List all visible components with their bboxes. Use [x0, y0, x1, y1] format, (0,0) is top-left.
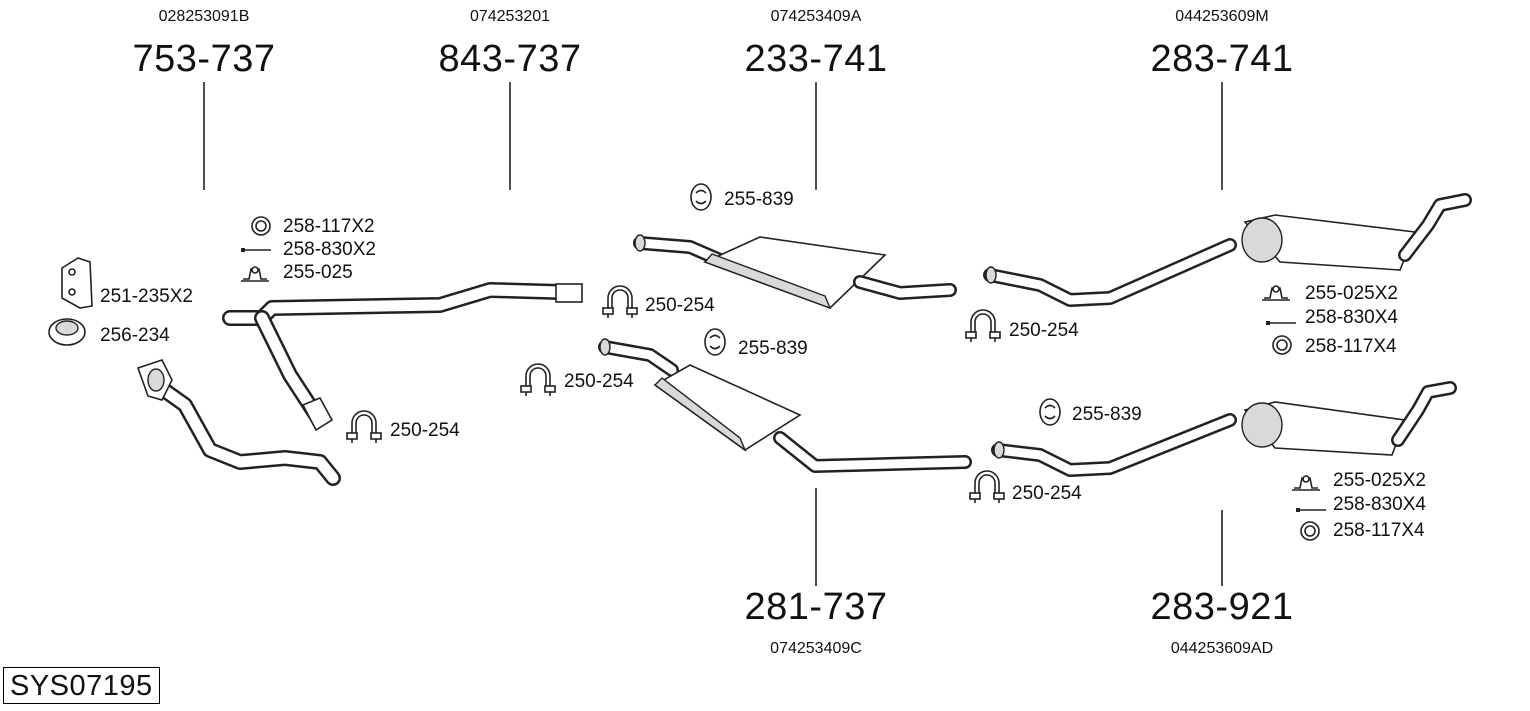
oem-number: 044253609AD	[1170, 640, 1274, 657]
intermediate-pipe-drawing	[222, 282, 583, 432]
fitting-label: 255-025X2	[1333, 470, 1426, 491]
rubber-hanger-icon	[704, 328, 726, 356]
part-number: 281-737	[744, 586, 888, 628]
fitting-label: 256-234	[100, 325, 170, 346]
clamp-icon	[602, 285, 638, 319]
rubber-hanger-icon	[1039, 398, 1061, 426]
leader-lines	[203, 82, 1223, 586]
oem-number: 044253609M	[1175, 8, 1269, 25]
system-code-box: SYS07195	[3, 667, 160, 704]
bolt-icon	[240, 247, 272, 253]
fitting-label: 255-025X2	[1305, 283, 1398, 304]
fitting-label: 255-025	[283, 262, 353, 283]
clamp-icon	[965, 309, 1001, 343]
oem-number: 074253409A	[770, 8, 862, 25]
oem-number: 028253091B	[158, 8, 250, 25]
flange-gasket-icon	[61, 257, 93, 309]
fitting-label: 250-254	[390, 420, 460, 441]
fitting-label: 255-839	[738, 338, 808, 359]
rubber-hanger-icon	[690, 183, 712, 211]
clamp-icon	[969, 470, 1005, 504]
part-number: 283-921	[1150, 586, 1294, 628]
oem-number: 074253409C	[770, 640, 862, 657]
part-number: 753-737	[132, 38, 276, 80]
clamp-icon	[346, 410, 382, 444]
front-pipe-drawing	[136, 359, 341, 486]
middle-silencer-b-drawing	[598, 338, 972, 473]
mounting-bracket-icon	[1261, 285, 1291, 301]
oem-number: 074253201	[469, 8, 551, 25]
bolt-icon	[1265, 320, 1297, 326]
rear-silencer-a-drawing	[983, 193, 1472, 307]
part-number: 233-741	[744, 38, 888, 80]
fitting-label: 255-839	[1072, 404, 1142, 425]
fitting-label: 250-254	[1012, 483, 1082, 504]
mounting-bracket-icon	[1291, 475, 1321, 491]
fitting-label: 250-254	[1009, 320, 1079, 341]
part-number: 843-737	[438, 38, 582, 80]
clamp-icon	[520, 363, 556, 397]
ring-icon	[1300, 521, 1320, 541]
fitting-label: 258-117X4	[1333, 520, 1425, 541]
ring-icon	[251, 216, 271, 236]
bolt-icon	[1295, 507, 1327, 513]
fitting-label: 258-830X4	[1333, 494, 1426, 515]
mounting-bracket-icon	[240, 266, 270, 282]
part-number: 283-741	[1150, 38, 1294, 80]
fitting-label: 250-254	[564, 371, 634, 392]
rear-silencer-b-drawing	[991, 381, 1457, 477]
fitting-label: 251-235X2	[100, 286, 193, 307]
fitting-label: 258-830X2	[283, 239, 376, 260]
fitting-label: 258-117X2	[283, 216, 375, 237]
ring-icon	[1272, 335, 1292, 355]
fitting-label: 258-117X4	[1305, 336, 1397, 357]
fitting-label: 258-830X4	[1305, 307, 1398, 328]
fitting-label: 255-839	[724, 189, 794, 210]
fitting-label: 250-254	[645, 295, 715, 316]
sealing-ring-icon	[48, 318, 86, 346]
middle-silencer-a-drawing	[633, 234, 957, 310]
